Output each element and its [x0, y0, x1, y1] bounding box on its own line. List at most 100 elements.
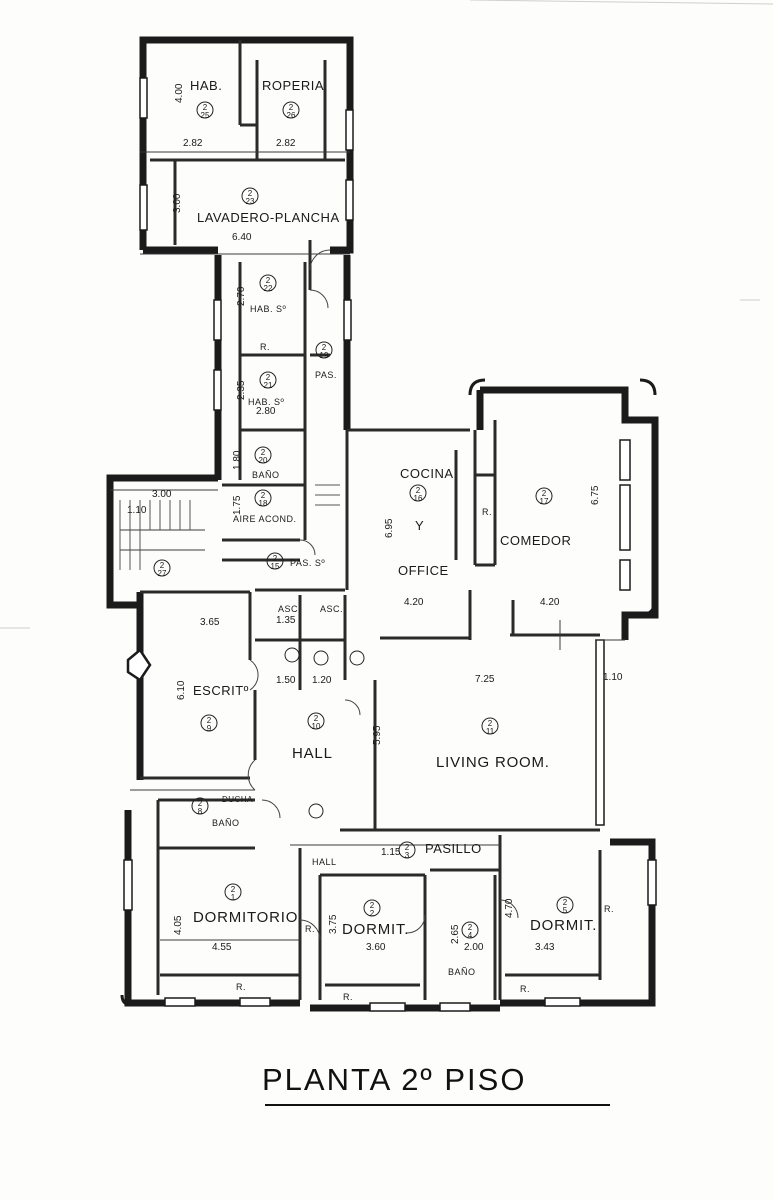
- label-asc-2: ASC.: [320, 604, 343, 614]
- room-number-pas-s-circle: [266, 552, 284, 570]
- stair-treads: [119, 484, 340, 570]
- room-number-hab-s2-circle: [259, 371, 277, 389]
- paper-marks: [0, 0, 773, 629]
- dim-stair-length: 3.00: [152, 489, 172, 500]
- room-number-dormitorio-circle: [224, 883, 242, 901]
- room-number-cocina-circle: [409, 484, 427, 502]
- dim-hab-width: 2.82: [183, 138, 203, 149]
- dim-dormit-3-width: 3.43: [535, 942, 555, 953]
- room-name-cocina: COCINA: [400, 466, 454, 481]
- dim-dormit-3-height: 4.70: [504, 898, 515, 918]
- room-name-roperia: ROPERIA: [262, 78, 324, 93]
- room-names: HAB. ROPERIA LAVADERO-PLANCHA HAB. Sº HA…: [190, 78, 614, 1002]
- room-name-comedor: COMEDOR: [500, 533, 571, 548]
- room-number-dormit-3-circle: [556, 896, 574, 914]
- room-number-esc-circle: [153, 559, 171, 577]
- room-name-hab-s2: HAB. Sº: [248, 397, 285, 407]
- dim-dormit-2-height: 3.75: [328, 914, 339, 934]
- fireplace: [126, 648, 152, 682]
- dim-escritorio-height: 6.10: [176, 680, 187, 700]
- dim-dormitorio-height: 4.05: [173, 915, 184, 935]
- room-number-roperia-circle: [282, 101, 300, 119]
- label-r-2: R.: [482, 507, 492, 517]
- room-name-bano-s: BAÑO: [252, 470, 280, 480]
- room-name-living: LIVING ROOM.: [436, 754, 550, 771]
- room-number-hab-s1-circle: [259, 274, 277, 292]
- exterior-walls: [106, 36, 659, 1012]
- dim-dormitorio-width: 4.55: [212, 942, 232, 953]
- room-number-bano-2-circle: [461, 921, 479, 939]
- dim-hab-s2-height: 2.35: [236, 380, 247, 400]
- room-name-dormit-3: DORMIT.: [530, 917, 597, 934]
- room-name-pas-1: PAS.: [315, 370, 337, 380]
- room-number-comedor-circle: [535, 487, 553, 505]
- label-r-1: R.: [260, 342, 270, 352]
- room-name-dormit-2: DORMIT.: [342, 921, 409, 938]
- dim-cocina-height: 6.95: [384, 518, 395, 538]
- room-number-living-circle: [481, 717, 499, 735]
- label-r-4: R.: [305, 924, 315, 934]
- room-name-aire: AIRE ACOND.: [233, 514, 297, 524]
- label-r-7: R.: [520, 984, 530, 994]
- room-name-y: Y: [415, 518, 424, 533]
- room-name-hab-s1: HAB. Sº: [250, 304, 287, 314]
- elevator-3-circle: [349, 650, 365, 666]
- dim-bano-2-width: 2.00: [464, 942, 484, 953]
- detail-lines: [110, 151, 625, 941]
- hall-small-circle: [308, 803, 324, 819]
- plan-title-underline: [265, 1104, 610, 1106]
- room-name-hall: HALL: [292, 745, 333, 762]
- dim-asc-1: 1.35: [276, 615, 296, 626]
- dim-comedor-width: 4.20: [540, 597, 560, 608]
- room-number-escritorio-circle: [200, 714, 218, 732]
- room-number-dormit-2-circle: [363, 899, 381, 917]
- label-r-6: R.: [343, 992, 353, 1002]
- room-name-bano-1: BAÑO: [212, 818, 240, 828]
- dim-stair-width: 1.10: [127, 505, 147, 516]
- room-number-bano-1-circle: [191, 797, 209, 815]
- room-name-lavadero: LAVADERO-PLANCHA: [197, 210, 340, 225]
- dim-asc-1-depth: 1.50: [276, 675, 296, 686]
- dim-comedor-height: 6.75: [590, 485, 601, 505]
- label-asc-1: ASC: [278, 604, 298, 614]
- room-name-pas-s: PAS. Sº: [290, 558, 325, 568]
- interior-walls: [140, 40, 602, 1000]
- dim-living-width: 7.25: [475, 674, 495, 685]
- room-name-escritorio: ESCRITº: [193, 683, 249, 698]
- dimensions: 4.00 2.82 2.82 3.00 6.40 2.70 2.35 2.80 …: [127, 83, 623, 953]
- dim-hab-height: 4.00: [174, 83, 185, 103]
- dim-bano-2-height: 2.65: [450, 924, 461, 944]
- room-name-hab: HAB.: [190, 78, 222, 93]
- room-number-lavadero-circle: [241, 187, 259, 205]
- label-r-5: R.: [236, 982, 246, 992]
- room-number-hab-circle: [196, 101, 214, 119]
- dim-escritorio-width: 3.65: [200, 617, 220, 628]
- elevator-1-circle: [284, 647, 300, 663]
- room-number-circles: [153, 101, 574, 939]
- dim-hab-s1-height: 2.70: [236, 286, 247, 306]
- dim-pasillo-width: 1.15: [381, 847, 401, 858]
- room-number-hall-circle: [307, 712, 325, 730]
- elevator-2-circle: [313, 650, 329, 666]
- room-name-office: OFFICE: [398, 563, 449, 578]
- room-number-aire-circle: [254, 489, 272, 507]
- label-ducha: DUCHA: [222, 795, 253, 804]
- room-name-bano-2: BAÑO: [448, 967, 476, 977]
- dim-roperia-width: 2.82: [276, 138, 296, 149]
